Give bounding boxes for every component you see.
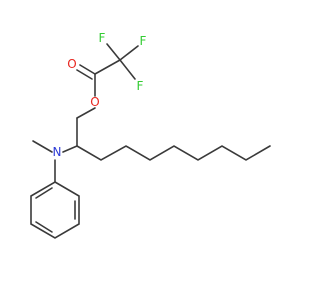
structure-svg: F F F O O N (30, 31, 271, 239)
atom-f2: F (140, 34, 147, 48)
phenyl-ring (30, 181, 80, 239)
atom-f1: F (99, 31, 106, 45)
bond-carbonyl-double-b (76, 69, 93, 80)
bonds (30, 43, 271, 239)
bond-ch-n (62, 145, 78, 153)
bond-carbonyl-double-a (79, 64, 96, 75)
atom-o-ester: O (90, 95, 99, 109)
bond-cf3-f1 (106, 43, 121, 61)
atom-o-carbonyl: O (67, 57, 76, 71)
alkyl-chain (76, 145, 271, 161)
bond-n-methyl (32, 140, 53, 153)
atom-labels: F F F O O N (53, 31, 147, 159)
phenyl-inner-bond-2 (35, 221, 53, 233)
molecule-diagram: F F F O O N (30, 31, 271, 239)
atom-f3: F (137, 79, 144, 93)
phenyl-inner-bond-3 (35, 187, 53, 199)
bond-cf3-f3 (119, 59, 136, 80)
bond-cf3-f2 (119, 45, 139, 61)
bond-cf3-carbonyl (94, 59, 121, 75)
atom-n-amine: N (53, 145, 62, 159)
bond-ester-o-ch2 (76, 107, 96, 119)
